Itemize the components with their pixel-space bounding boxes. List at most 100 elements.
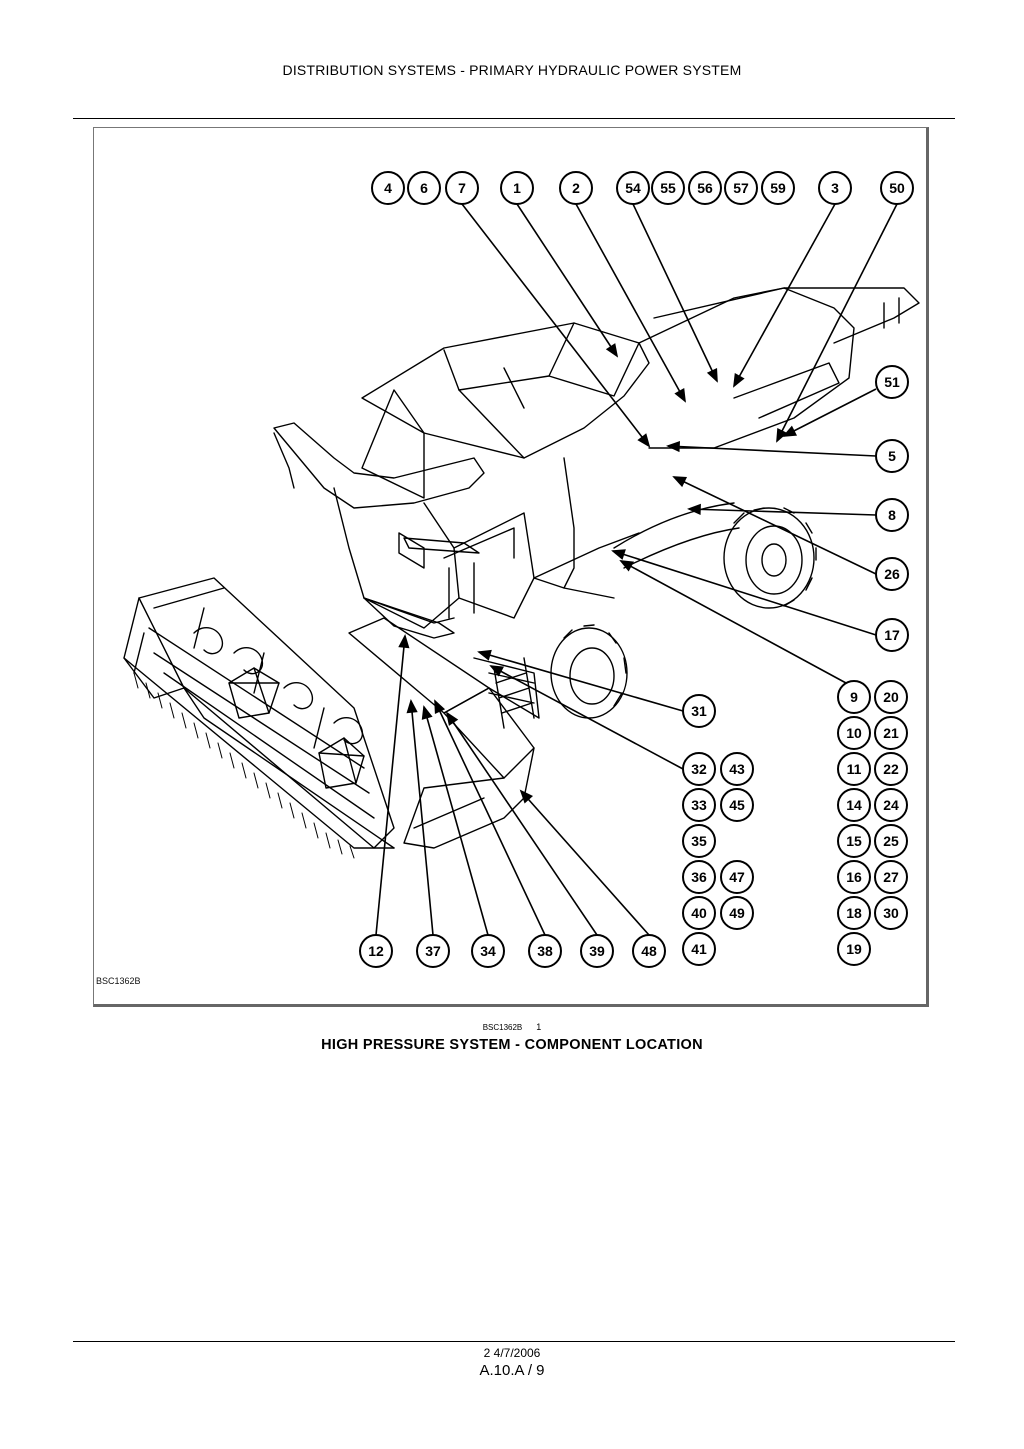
- callout-10: 10: [837, 716, 871, 750]
- callout-label: 18: [846, 905, 862, 921]
- callout-label: 43: [729, 761, 745, 777]
- leader-line: [783, 388, 877, 437]
- header-rule: [73, 118, 955, 119]
- leader-line: [520, 790, 650, 936]
- callout-2: 2: [559, 171, 593, 205]
- callout-label: 55: [660, 180, 676, 196]
- leader-arrowhead: [666, 440, 681, 453]
- callout-36: 36: [682, 860, 716, 894]
- callout-label: 12: [368, 943, 384, 959]
- callout-label: 38: [537, 943, 553, 959]
- callout-label: 51: [884, 374, 900, 390]
- callout-label: 40: [691, 905, 707, 921]
- callout-3: 3: [818, 171, 852, 205]
- callout-label: 8: [888, 507, 896, 523]
- leader-arrowhead: [477, 649, 492, 661]
- callout-label: 47: [729, 869, 745, 885]
- leader-line: [375, 635, 406, 936]
- leader-line: [632, 203, 718, 382]
- callout-24: 24: [874, 788, 908, 822]
- figure-code: BSC1362B: [96, 976, 141, 986]
- callout-label: 10: [846, 725, 862, 741]
- leader-line: [434, 700, 546, 936]
- callout-50: 50: [880, 171, 914, 205]
- callout-label: 2: [572, 180, 580, 196]
- callout-label: 19: [846, 941, 862, 957]
- caption-figure-number: 1: [536, 1022, 542, 1032]
- callout-59: 59: [761, 171, 795, 205]
- callout-label: 50: [889, 180, 905, 196]
- callout-40: 40: [682, 896, 716, 930]
- callout-7: 7: [445, 171, 479, 205]
- callout-43: 43: [720, 752, 754, 786]
- combine-harvester-drawing: [123, 287, 920, 859]
- callout-label: 3: [831, 180, 839, 196]
- callout-label: 1: [513, 180, 521, 196]
- leader-arrowhead: [782, 425, 798, 437]
- callout-label: 48: [641, 943, 657, 959]
- callout-label: 31: [691, 703, 707, 719]
- leader-line: [688, 508, 877, 516]
- callout-17: 17: [875, 618, 909, 652]
- callout-label: 16: [846, 869, 862, 885]
- callout-label: 6: [420, 180, 428, 196]
- callout-27: 27: [874, 860, 908, 894]
- callout-1: 1: [500, 171, 534, 205]
- leader-line: [575, 203, 686, 402]
- callout-label: 32: [691, 761, 707, 777]
- leader-arrowhead: [605, 343, 619, 358]
- callout-37: 37: [416, 934, 450, 968]
- callout-22: 22: [874, 752, 908, 786]
- leader-line: [667, 445, 877, 457]
- callout-34: 34: [471, 934, 505, 968]
- callout-label: 4: [384, 180, 392, 196]
- leader-arrowhead: [619, 560, 635, 572]
- leader-arrowhead: [398, 634, 410, 649]
- callout-12: 12: [359, 934, 393, 968]
- leader-arrowhead: [421, 705, 433, 720]
- callout-label: 54: [625, 180, 641, 196]
- leader-arrowhead: [776, 427, 788, 443]
- footer-rule: [73, 1341, 955, 1342]
- footer-page-ref: A.10.A / 9: [479, 1362, 545, 1379]
- callout-55: 55: [651, 171, 685, 205]
- callout-label: 22: [883, 761, 899, 777]
- leader-line: [612, 550, 877, 636]
- callout-15: 15: [837, 824, 871, 858]
- callout-31: 31: [682, 694, 716, 728]
- callout-label: 15: [846, 833, 862, 849]
- callout-label: 57: [733, 180, 749, 196]
- callout-label: 26: [884, 566, 900, 582]
- leader-line: [620, 560, 847, 684]
- leader-arrowhead: [611, 549, 626, 560]
- callout-label: 27: [883, 869, 899, 885]
- callout-label: 37: [425, 943, 441, 959]
- leader-arrowhead: [706, 367, 718, 383]
- leader-arrowhead: [637, 433, 651, 448]
- callout-label: 56: [697, 180, 713, 196]
- callout-51: 51: [875, 365, 909, 399]
- leader-arrowhead: [434, 699, 446, 715]
- page-header-title: DISTRIBUTION SYSTEMS - PRIMARY HYDRAULIC…: [282, 62, 742, 78]
- leader-line: [776, 203, 898, 442]
- callout-47: 47: [720, 860, 754, 894]
- leader-line: [446, 712, 598, 936]
- callout-label: 17: [884, 627, 900, 643]
- leader-arrowhead: [672, 476, 688, 488]
- leader-line: [478, 651, 684, 712]
- callout-38: 38: [528, 934, 562, 968]
- callout-14: 14: [837, 788, 871, 822]
- leader-arrowhead: [489, 665, 505, 677]
- caption-code: BSC1362B: [482, 1023, 523, 1032]
- callout-56: 56: [688, 171, 722, 205]
- caption-title: HIGH PRESSURE SYSTEM - COMPONENT LOCATIO…: [321, 1037, 703, 1053]
- leader-line: [490, 665, 684, 770]
- callout-8: 8: [875, 498, 909, 532]
- callout-label: 11: [847, 761, 862, 777]
- callout-35: 35: [682, 824, 716, 858]
- combine-harvester-diagram: 4671254555657593505158261792010211122142…: [123, 171, 920, 968]
- callout-39: 39: [580, 934, 614, 968]
- leader-arrowhead: [687, 503, 701, 515]
